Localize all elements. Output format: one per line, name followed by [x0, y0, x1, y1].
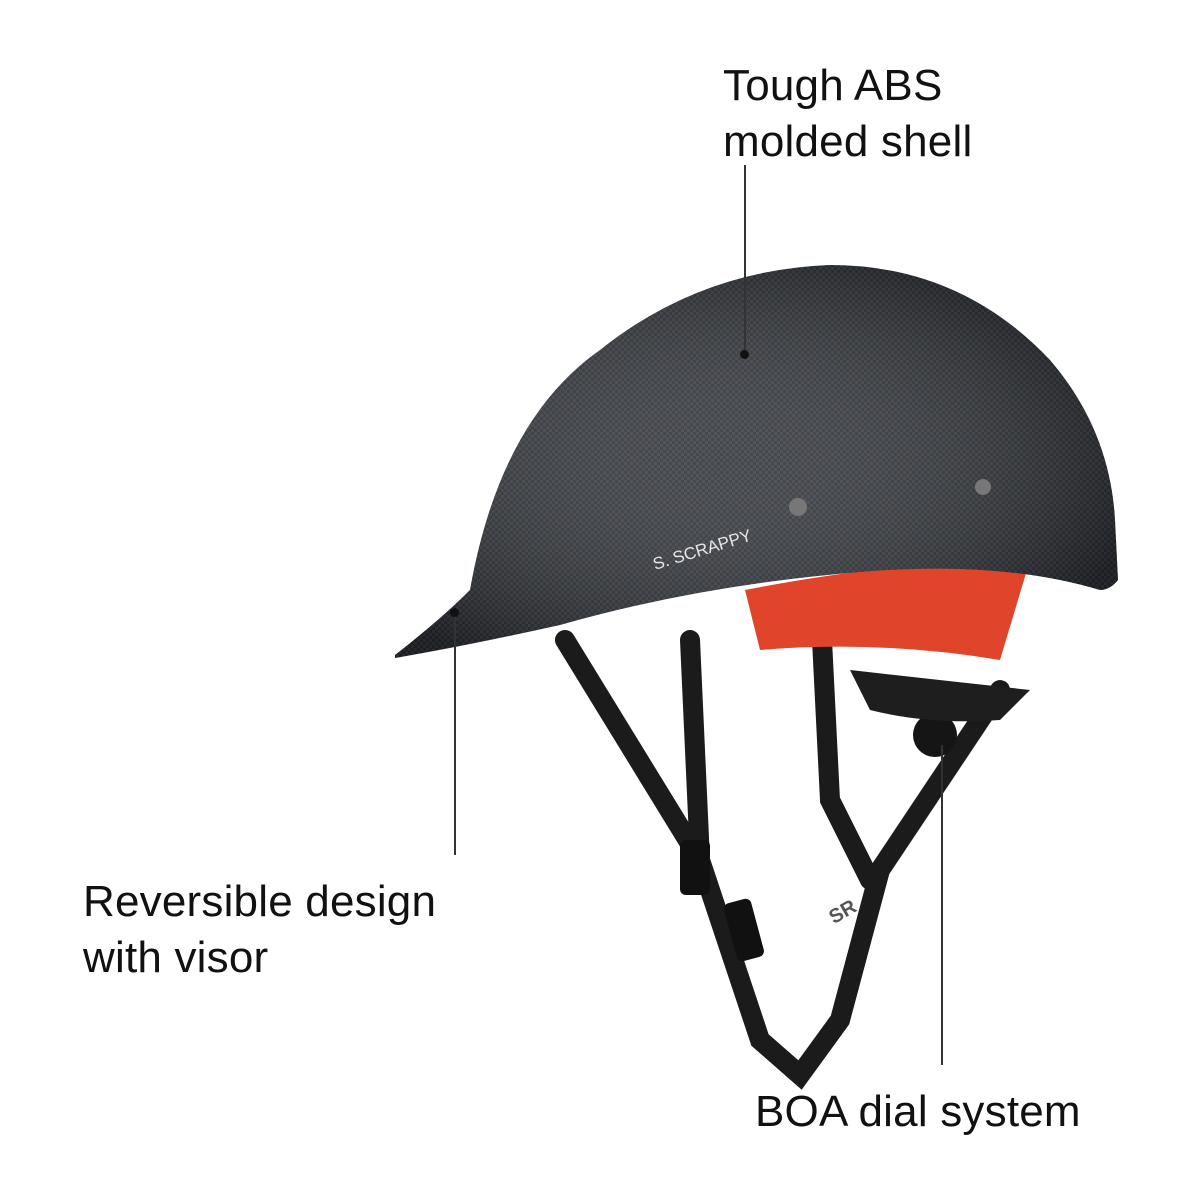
callout-visor-leader: [454, 615, 456, 855]
shell-rivet: [975, 479, 991, 495]
callout-shell-line1: Tough ABS: [723, 61, 943, 110]
callout-visor-line1: Reversible design: [83, 877, 437, 926]
callout-shell-leader: [744, 165, 746, 355]
callout-visor: Reversible design with visor: [83, 874, 436, 986]
callout-boa-line1: BOA dial system: [755, 1087, 1081, 1136]
callout-shell-dot: [740, 350, 749, 359]
callout-boa: BOA dial system: [755, 1084, 1081, 1140]
boa-dial: [913, 713, 957, 757]
callout-shell-line2: molded shell: [723, 117, 973, 166]
callout-boa-leader: [941, 745, 943, 1065]
callout-shell: Tough ABS molded shell: [723, 58, 972, 170]
liner: [745, 560, 1030, 660]
chin-straps: [555, 590, 1010, 1090]
strap-buckle-2: [724, 898, 764, 962]
shell-rivet: [789, 498, 807, 516]
callout-visor-dot: [450, 608, 459, 617]
strap-buckle: [680, 840, 710, 895]
callout-visor-line2: with visor: [83, 933, 269, 982]
